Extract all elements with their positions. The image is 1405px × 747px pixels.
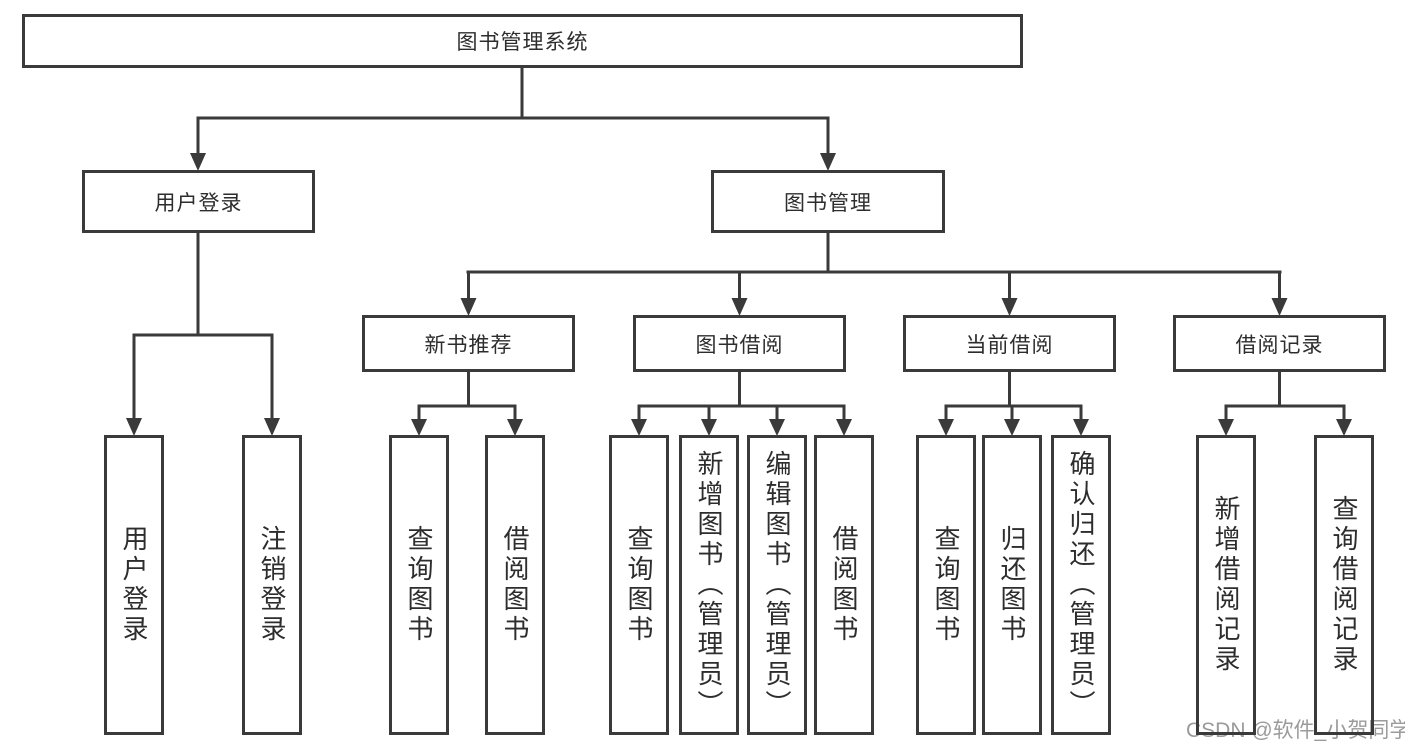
leaf-query-books-borrow: 查询图书: [609, 435, 669, 735]
leaf-borrow-books: 借阅图书: [814, 435, 874, 735]
leaf-add-borrow-record: 新增借阅记录: [1196, 435, 1256, 735]
leaf-return-books: 归还图书: [982, 435, 1042, 735]
leaf-query-books-recommend: 查询图书: [389, 435, 449, 735]
csdn-watermark: CSDN @软件_小贺同学: [1186, 719, 1405, 742]
node-root-system: 图书管理系统: [22, 14, 1023, 68]
leaf-borrow-books-recommend: 借阅图书: [485, 435, 545, 735]
node-book-management: 图书管理: [711, 170, 945, 233]
leaf-logout: 注销登录: [242, 435, 302, 735]
leaf-user-login: 用户登录: [104, 435, 164, 735]
leaf-add-books-admin: 新增图书（管理员）: [679, 435, 739, 735]
leaf-confirm-return-admin: 确认归还（管理员）: [1051, 435, 1111, 735]
node-borrow-records: 借阅记录: [1173, 315, 1386, 372]
node-current-borrow: 当前借阅: [903, 315, 1116, 372]
node-user-login: 用户登录: [82, 170, 315, 233]
leaf-edit-books-admin: 编辑图书（管理员）: [747, 435, 807, 735]
node-book-borrow: 图书借阅: [633, 315, 846, 372]
leaf-query-borrow-record: 查询借阅记录: [1314, 435, 1374, 735]
leaf-query-books-current: 查询图书: [916, 435, 976, 735]
node-new-book-recommend: 新书推荐: [362, 315, 575, 372]
